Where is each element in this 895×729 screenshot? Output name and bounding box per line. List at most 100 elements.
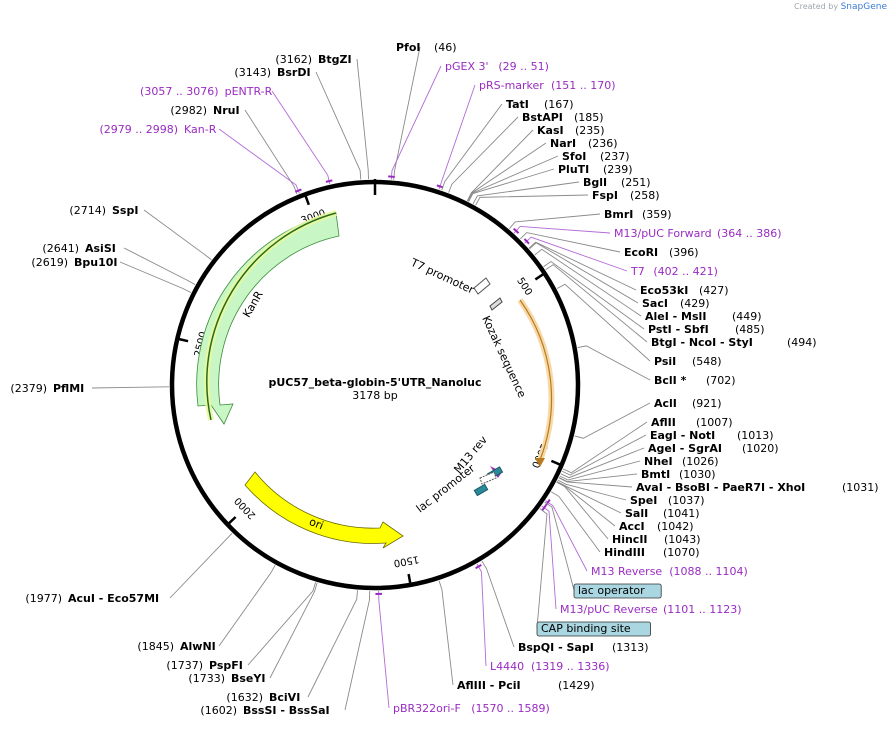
- site-position: (235): [575, 124, 605, 137]
- leader-line: [269, 582, 318, 679]
- site-label-site[interactable]: EcoRI(396): [624, 246, 699, 259]
- site-name: pENTR-R: [225, 85, 273, 98]
- leader-line: [466, 129, 534, 202]
- site-label-site[interactable]: (2982)NruI: [170, 104, 239, 117]
- leader-line: [143, 209, 212, 261]
- leader-line: [344, 590, 371, 711]
- site-label-boxed[interactable]: lac operator: [573, 583, 662, 599]
- site-label-site[interactable]: TatI(167): [506, 98, 574, 111]
- site-label-site[interactable]: (1977)AcuI - Eco57MI: [25, 592, 159, 605]
- site-position: (237): [600, 150, 630, 163]
- leader-line: [119, 261, 192, 293]
- site-name: L4440: [490, 660, 524, 673]
- site-name: TatI: [506, 98, 529, 111]
- site-label-site[interactable]: SalI(1041): [625, 507, 700, 520]
- primer-mark: [545, 499, 551, 506]
- site-label-site[interactable]: BstAPI(185): [522, 111, 604, 124]
- site-label-primer[interactable]: (2979 .. 2998)Kan-R: [99, 123, 216, 136]
- site-label-site[interactable]: AflII(1007): [651, 416, 733, 429]
- site-label-primer[interactable]: (3057 .. 3076)pENTR-R: [140, 85, 273, 98]
- site-label-site[interactable]: PsiI(548): [654, 355, 722, 368]
- site-label-site[interactable]: NheI(1026): [644, 455, 719, 468]
- site-position: (1570 .. 1589): [471, 702, 550, 715]
- site-label-site[interactable]: (2379)PflMI: [10, 382, 84, 395]
- site-label-site[interactable]: BglI(251): [583, 176, 651, 189]
- site-label-site[interactable]: SacI(429): [642, 297, 710, 310]
- site-position: (1632): [226, 691, 263, 704]
- site-label-site[interactable]: (3162)BtgZI: [275, 53, 351, 66]
- site-position: (1733): [188, 672, 225, 685]
- cap-site-box: [473, 483, 489, 497]
- site-name: KasI: [537, 124, 564, 137]
- site-label-site[interactable]: (1602)BssSI - BssSaI: [200, 704, 329, 717]
- site-position: (1602): [200, 704, 237, 717]
- site-label-primer[interactable]: L4440(1319 .. 1336): [490, 660, 610, 673]
- site-name: PfoI: [396, 41, 421, 54]
- site-position: (449): [732, 310, 762, 323]
- site-label-primer[interactable]: T7(402 .. 421): [630, 265, 718, 278]
- site-label-primer[interactable]: pBR322ori-F(1570 .. 1589): [393, 702, 550, 715]
- site-label-primer[interactable]: pGEX 3'(29 .. 51): [445, 60, 549, 73]
- site-label-site[interactable]: (1733)BseYI: [188, 672, 265, 685]
- site-name: FspI: [592, 189, 618, 202]
- site-name: SspI: [112, 204, 138, 217]
- leader-line: [467, 155, 559, 202]
- site-label-site[interactable]: AleI - MslI(449): [645, 310, 762, 323]
- site-label-site[interactable]: BmtI(1030): [641, 468, 716, 481]
- site-label-site[interactable]: AclI(921): [654, 397, 722, 410]
- kozak-icon: [489, 297, 503, 311]
- site-label-site[interactable]: PluTI(239): [558, 163, 633, 176]
- tick-label: 500: [514, 276, 534, 298]
- ori-feature[interactable]: [244, 471, 404, 549]
- site-label-site[interactable]: AccI(1042): [619, 520, 694, 533]
- site-position: (236): [588, 137, 618, 150]
- ori-label: ori: [307, 515, 325, 532]
- leader-line: [545, 264, 648, 343]
- site-label-site[interactable]: (3143)BsrDI: [234, 66, 310, 79]
- site-label-site[interactable]: KasI (235): [537, 124, 605, 137]
- site-label-site[interactable]: AgeI - SgrAI(1020): [648, 442, 779, 455]
- site-label-site[interactable]: EagI - NotI(1013): [650, 429, 774, 442]
- site-name: AlwNI: [180, 640, 216, 653]
- site-label-site[interactable]: (1737)PspFI: [166, 659, 242, 672]
- site-label-site[interactable]: (2641)AsiSI: [42, 242, 115, 255]
- site-position: (548): [692, 355, 722, 368]
- site-label-site[interactable]: BclI *(702): [654, 374, 736, 387]
- site-name: AflII: [651, 416, 676, 429]
- site-label-site[interactable]: PstI - SbfI(485): [648, 323, 765, 336]
- site-label-site[interactable]: NarI(236): [550, 137, 618, 150]
- site-label-site[interactable]: (2714)SspI: [69, 204, 138, 217]
- site-position: (427): [699, 284, 729, 297]
- site-label-site[interactable]: BmrI(359): [604, 208, 672, 221]
- tick-label: 2000: [233, 495, 258, 521]
- site-label-primer[interactable]: M13/pUC Reverse(1101 .. 1123): [560, 603, 742, 616]
- site-label-site[interactable]: BtgI - NcoI - StyI(494): [651, 336, 817, 349]
- leader-line: [534, 248, 642, 317]
- site-label-site[interactable]: (1632)BciVI: [226, 691, 300, 704]
- leader-line: [574, 402, 651, 439]
- snapgene-watermark: Created by SnapGene: [794, 2, 887, 12]
- site-label-primer[interactable]: M13 Reverse(1088 .. 1104): [591, 565, 748, 578]
- site-position: (258): [630, 189, 660, 202]
- site-label-site[interactable]: Eco53kI(427): [640, 284, 729, 297]
- leader-line: [476, 563, 487, 667]
- site-label-site[interactable]: HindIII(1070): [604, 546, 700, 559]
- leader-line: [169, 532, 233, 599]
- site-label-site[interactable]: HincII(1043): [612, 533, 701, 546]
- site-label-site[interactable]: PfoI(46): [396, 41, 457, 54]
- kanr-inner-line: [206, 212, 337, 421]
- site-label-site[interactable]: BspQI - SapI(1313): [518, 641, 649, 654]
- site-label-site[interactable]: (2619)Bpu10I: [31, 256, 117, 269]
- site-label-boxed[interactable]: CAP binding site: [536, 621, 651, 637]
- site-label-site[interactable]: AvaI - BsoBI - PaeR7I - XhoI(1031): [636, 481, 879, 494]
- site-label-site[interactable]: SfoI(237): [562, 150, 630, 163]
- site-label-primer[interactable]: pRS-marker(151 .. 170): [479, 79, 616, 92]
- leader-line: [528, 241, 637, 291]
- site-position: (359): [642, 208, 672, 221]
- leader-line: [441, 103, 503, 191]
- site-label-site[interactable]: SpeI(1037): [630, 494, 705, 507]
- site-label-site[interactable]: AflIII - PciI(1429): [457, 679, 595, 692]
- site-label-primer[interactable]: M13/pUC Forward(364 .. 386): [614, 227, 782, 240]
- site-label-site[interactable]: (1845)AlwNI: [137, 640, 215, 653]
- site-label-site[interactable]: FspI (258): [592, 189, 660, 202]
